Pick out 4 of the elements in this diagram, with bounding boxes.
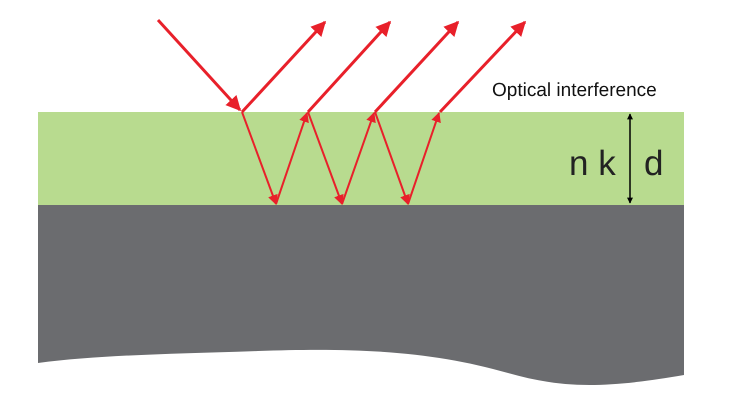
optical-constants-label: n k (569, 146, 616, 181)
thickness-label: d (644, 146, 664, 181)
thin-film-layer (38, 112, 684, 205)
caption-text: Optical interference (492, 80, 657, 102)
